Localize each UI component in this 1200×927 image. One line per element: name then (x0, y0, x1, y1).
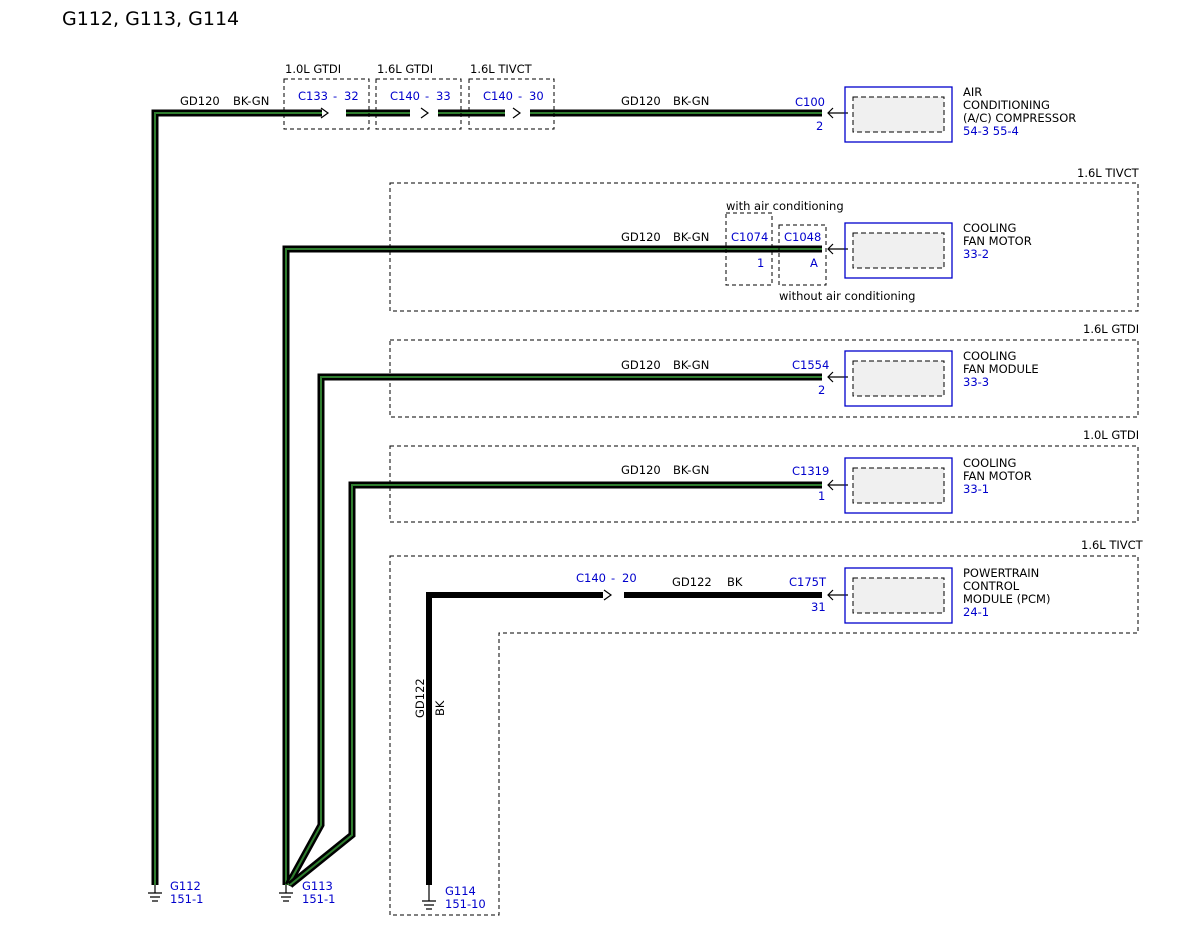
svg-text:151-1: 151-1 (302, 892, 335, 906)
wire-g113-fan-motor-10l (287, 481, 822, 888)
page-title: G112, G113, G114 (62, 8, 239, 30)
svg-text:G114: G114 (445, 884, 476, 898)
svg-text:G113: G113 (302, 879, 333, 893)
ground-icon (148, 885, 162, 902)
ground-g113: G113 151-1 (279, 879, 335, 906)
svg-text:33-2: 33-2 (963, 247, 989, 261)
ground-icon (279, 885, 293, 902)
inline-connector-c140-33: 1.6L GTDI C140 - 33 (375, 62, 462, 130)
wire-label-color: BK-GN (673, 463, 709, 477)
wire-label-circuit: GD120 (180, 94, 220, 108)
svg-text:FAN MODULE: FAN MODULE (963, 362, 1039, 376)
svg-text:FAN MOTOR: FAN MOTOR (963, 469, 1032, 483)
svg-text:1.6L TIVCT: 1.6L TIVCT (1077, 166, 1140, 180)
wire-label-color-vertical: BK (433, 700, 447, 716)
svg-text:2: 2 (816, 119, 823, 133)
svg-text:30: 30 (529, 89, 544, 103)
svg-text:A: A (810, 256, 818, 270)
wire-label-color: BK-GN (673, 358, 709, 372)
ground-g112: G112 151-1 (148, 879, 203, 906)
svg-text:1.6L GTDI: 1.6L GTDI (1083, 322, 1139, 336)
svg-text:1.6L TIVCT: 1.6L TIVCT (470, 62, 533, 76)
svg-text:POWERTRAIN: POWERTRAIN (963, 566, 1039, 580)
svg-text:without air conditioning: without air conditioning (779, 289, 915, 303)
connector-arrow-icon (420, 107, 430, 119)
wire-label-circuit: GD120 (621, 463, 661, 477)
wire-g112-ac (151, 109, 822, 885)
component-cooling-fan-module: C1554 2 COOLING FAN MODULE 33-3 (792, 349, 1039, 407)
svg-text:C100: C100 (795, 95, 825, 109)
svg-text:COOLING: COOLING (963, 456, 1016, 470)
inline-connector-c140-30: 1.6L TIVCT C140 - 30 (468, 62, 555, 130)
svg-text:33: 33 (436, 89, 451, 103)
svg-text:33-1: 33-1 (963, 482, 989, 496)
svg-text:1.6L TIVCT: 1.6L TIVCT (1081, 538, 1144, 552)
wire-label-circuit-vertical: GD122 (413, 678, 427, 718)
ground-icon (422, 885, 436, 910)
inline-connector-c133: 1.0L GTDI C133 - 32 (283, 62, 370, 130)
wire-label-circuit: GD122 (672, 575, 712, 589)
wire-label-color: BK (727, 575, 743, 589)
wire-g113-fan-motor (282, 245, 822, 885)
svg-text:31: 31 (811, 600, 826, 614)
svg-text:C175T: C175T (789, 575, 827, 589)
svg-text:24-1: 24-1 (963, 605, 989, 619)
component-ac-compressor: C100 2 AIR CONDITIONING (A/C) COMPRESSOR… (795, 85, 1076, 143)
svg-text:1.0L GTDI: 1.0L GTDI (1083, 428, 1139, 442)
svg-text:-: - (518, 89, 522, 103)
svg-text:33-3: 33-3 (963, 375, 989, 389)
svg-text:-: - (333, 89, 337, 103)
svg-text:C1074: C1074 (731, 230, 768, 244)
component-pcm: C175T 31 POWERTRAIN CONTROL MODULE (PCM)… (789, 566, 1050, 624)
wire-label-color: BK-GN (673, 230, 709, 244)
wire-label-circuit: GD120 (621, 358, 661, 372)
connector-arrow-icon (320, 107, 330, 119)
svg-text:MODULE (PCM): MODULE (PCM) (963, 592, 1050, 606)
svg-text:(A/C) COMPRESSOR: (A/C) COMPRESSOR (963, 111, 1076, 125)
svg-text:151-1: 151-1 (170, 892, 203, 906)
svg-text:1.6L GTDI: 1.6L GTDI (377, 62, 433, 76)
ground-g114: G114 151-10 (422, 884, 486, 911)
svg-text:54-3 55-4: 54-3 55-4 (963, 124, 1019, 138)
svg-text:C1554: C1554 (792, 358, 829, 372)
svg-text:-: - (425, 89, 429, 103)
svg-text:FAN MOTOR: FAN MOTOR (963, 234, 1032, 248)
wire-label-circuit: GD120 (621, 94, 661, 108)
svg-text:C1319: C1319 (792, 464, 829, 478)
component-cooling-fan-motor-33-2: COOLING FAN MOTOR 33-2 (827, 221, 1032, 279)
svg-text:2: 2 (818, 383, 825, 397)
svg-text:1: 1 (757, 256, 764, 270)
svg-text:G112: G112 (170, 879, 201, 893)
svg-text:1: 1 (818, 489, 825, 503)
wire-g114-pcm (426, 589, 822, 885)
svg-text:1.0L GTDI: 1.0L GTDI (285, 62, 341, 76)
connector-arrow-icon (512, 107, 522, 119)
wire-g113-fan-module (284, 373, 822, 887)
connector-c1048-option: C1048 A without air conditioning (778, 224, 915, 303)
svg-text:-: - (611, 571, 615, 585)
wire-label-color: BK-GN (673, 94, 709, 108)
connector-c1074-option: with air conditioning C1074 1 (725, 199, 844, 286)
wire-label-color: BK-GN (233, 94, 269, 108)
svg-text:151-10: 151-10 (445, 897, 486, 911)
connector-arrow-icon (603, 589, 613, 601)
inline-connector-pin: 20 (622, 571, 637, 585)
svg-text:C1048: C1048 (784, 230, 821, 244)
wire-label-circuit: GD120 (621, 230, 661, 244)
svg-text:COOLING: COOLING (963, 349, 1016, 363)
svg-text:C133: C133 (298, 89, 328, 103)
svg-text:AIR: AIR (963, 85, 982, 99)
component-cooling-fan-motor-33-1: C1319 1 COOLING FAN MOTOR 33-1 (792, 456, 1032, 514)
svg-text:with air conditioning: with air conditioning (726, 199, 844, 213)
svg-text:CONTROL: CONTROL (963, 579, 1020, 593)
svg-text:32: 32 (344, 89, 359, 103)
svg-text:C140: C140 (483, 89, 513, 103)
inline-connector-c140-20: C140 (576, 571, 606, 585)
svg-text:COOLING: COOLING (963, 221, 1016, 235)
svg-text:CONDITIONING: CONDITIONING (963, 98, 1050, 112)
svg-text:C140: C140 (390, 89, 420, 103)
option-box-tivct-pcm: 1.6L TIVCT (389, 538, 1144, 916)
